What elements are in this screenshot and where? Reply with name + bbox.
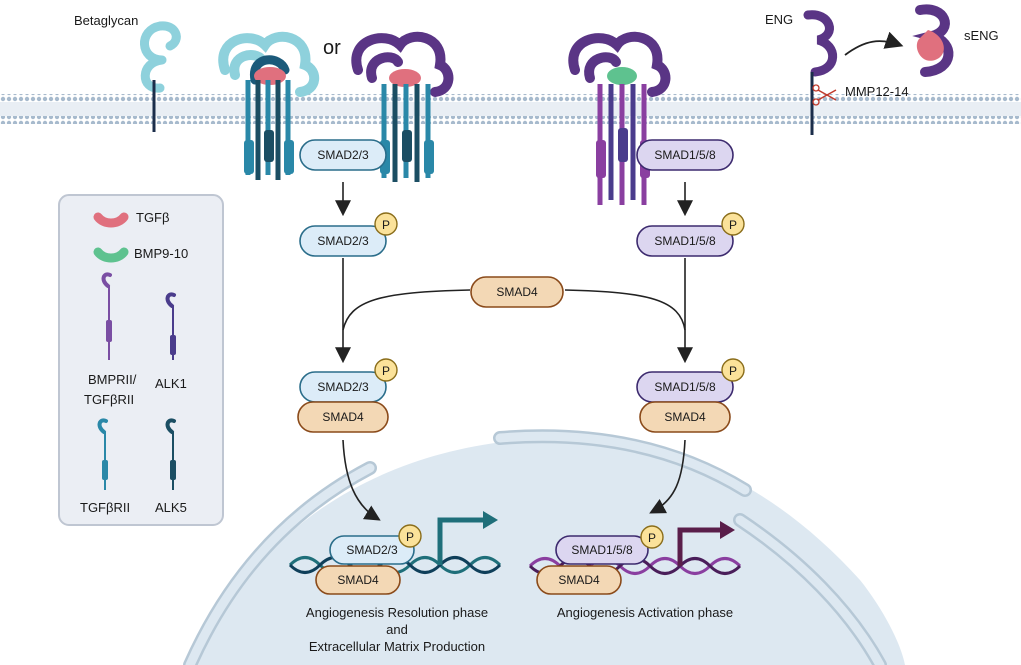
legend: TGFβ BMP9-10 BMPRII/ TGFβRII ALK1 TGFβRI…	[58, 194, 224, 526]
svg-text:SMAD1/5/8: SMAD1/5/8	[654, 380, 716, 394]
seng: sENG	[912, 4, 999, 77]
bmp-receptor-complex	[568, 31, 671, 205]
legend-alk5-icon	[165, 418, 176, 490]
eng-receptor: ENG MMP12-14	[765, 10, 909, 135]
legend-alk1: ALK1	[155, 376, 187, 391]
legend-tgfbrii: TGFβRII	[80, 500, 130, 515]
smad23-smad4-complex: SMAD2/3 P SMAD4	[297, 358, 398, 433]
smad23-dna-complex: SMAD2/3 P SMAD4	[315, 524, 422, 595]
legend-bmprii-icon	[101, 272, 112, 360]
tgfb-ligand	[389, 69, 421, 87]
betaglycan-receptor: Betaglycan	[74, 13, 181, 132]
eng-label: ENG	[765, 12, 793, 27]
svg-text:SMAD1/5/8: SMAD1/5/8	[571, 543, 633, 557]
betaglycan-label: Betaglycan	[74, 13, 138, 28]
cell-membrane	[0, 94, 1021, 124]
bmp-ligand	[607, 67, 637, 85]
svg-text:SMAD2/3: SMAD2/3	[346, 543, 398, 557]
svg-text:SMAD4: SMAD4	[496, 285, 538, 299]
svg-text:P: P	[382, 364, 390, 378]
outcome-left-line3: Extracellular Matrix Production	[309, 639, 485, 654]
svg-text:SMAD4: SMAD4	[322, 410, 364, 424]
legend-bmprii: BMPRII/	[88, 372, 137, 387]
svg-text:SMAD4: SMAD4	[558, 573, 600, 587]
smad4-free: SMAD4	[470, 276, 564, 308]
outcome-left-line2: and	[386, 622, 408, 637]
or-label: or	[323, 37, 341, 59]
nucleus	[183, 429, 905, 665]
legend-alk5: ALK5	[155, 500, 187, 515]
tgfb-receptor-complex-teal	[218, 31, 320, 180]
svg-text:P: P	[729, 364, 737, 378]
svg-text:SMAD2/3: SMAD2/3	[317, 148, 369, 162]
svg-text:P: P	[729, 218, 737, 232]
svg-text:SMAD2/3: SMAD2/3	[317, 380, 369, 394]
legend-tgfbrii-alt: TGFβRII	[84, 392, 134, 407]
svg-text:SMAD4: SMAD4	[337, 573, 379, 587]
svg-text:SMAD4: SMAD4	[664, 410, 706, 424]
flow-arrows	[335, 182, 693, 521]
legend-bmp: BMP9-10	[134, 246, 188, 261]
svg-text:SMAD2/3: SMAD2/3	[317, 234, 369, 248]
outcome-right: Angiogenesis Activation phase	[557, 605, 733, 620]
seng-label: sENG	[964, 28, 999, 43]
legend-alk1-icon	[165, 292, 176, 360]
svg-text:SMAD1/5/8: SMAD1/5/8	[654, 234, 716, 248]
svg-text:P: P	[382, 218, 390, 232]
svg-text:P: P	[406, 530, 414, 544]
smad158-smad4-complex: SMAD1/5/8 P SMAD4	[636, 358, 745, 433]
scissors-icon	[812, 84, 837, 106]
svg-text:P: P	[648, 531, 656, 545]
smad23-membrane: SMAD2/3	[299, 139, 387, 171]
smad158-dna-complex: SMAD1/5/8 P SMAD4	[536, 525, 664, 595]
smad158-phospho: SMAD1/5/8 P	[636, 212, 745, 257]
legend-tgfbrii-icon	[97, 418, 108, 490]
mmp-label: MMP12-14	[845, 84, 909, 99]
legend-tgfb: TGFβ	[136, 210, 169, 225]
outcome-left-line1: Angiogenesis Resolution phase	[306, 605, 488, 620]
smad23-phospho: SMAD2/3 P	[299, 212, 398, 257]
svg-text:SMAD1/5/8: SMAD1/5/8	[654, 148, 716, 162]
smad158-membrane: SMAD1/5/8	[636, 139, 734, 171]
